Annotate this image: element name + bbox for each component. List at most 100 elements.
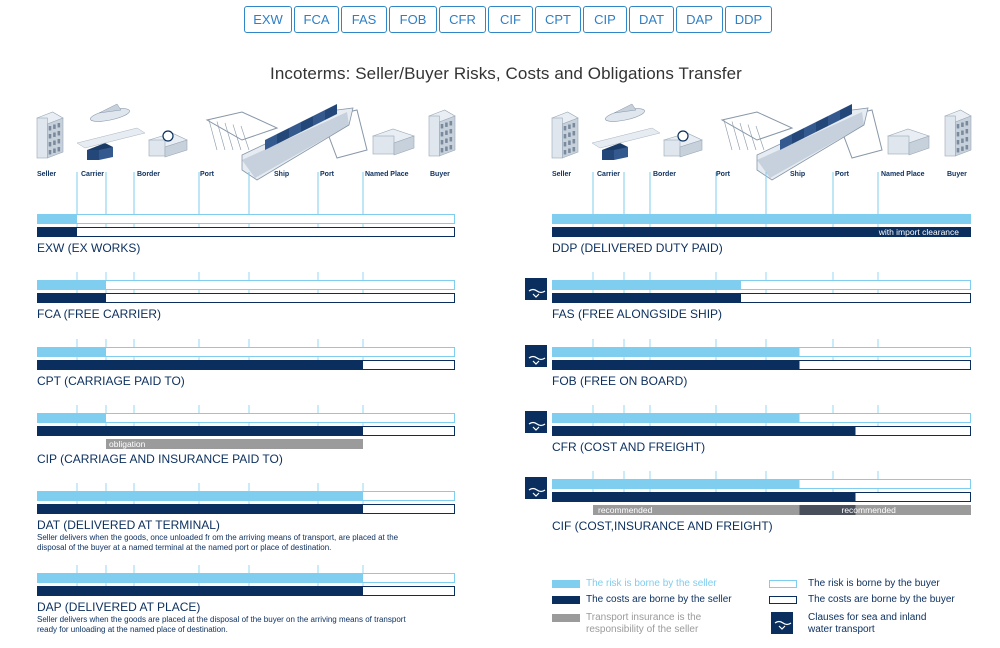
legend-swatch-cost-buyer — [769, 596, 797, 604]
sea-transport-icon — [525, 345, 547, 367]
risk-bar-seller — [552, 413, 800, 423]
risk-bar-seller — [552, 280, 741, 290]
legend-insurance-line1: Transport insurance is the — [586, 612, 702, 623]
tab-cip[interactable]: CIP — [583, 6, 627, 33]
stage-label-named-place: Named Place — [365, 171, 409, 178]
tab-cfr[interactable]: CFR — [439, 6, 486, 33]
term-label-cip: CIP (CARRIAGE AND INSURANCE PAID TO) — [37, 452, 283, 466]
cost-note: with import clearance — [878, 227, 960, 237]
legend-sea-icon — [771, 612, 793, 634]
risk-bar-seller — [37, 214, 77, 224]
port-crane-icon — [205, 109, 368, 159]
term-label-fob: FOB (FREE ON BOARD) — [552, 374, 688, 388]
cost-bar-seller — [552, 293, 741, 303]
border-office-icon — [148, 130, 188, 158]
cost-bar-seller — [37, 504, 363, 514]
tab-fas[interactable]: FAS — [341, 6, 387, 33]
cost-bar-seller — [37, 426, 363, 436]
cost-bar-seller — [552, 492, 856, 502]
stage-label-port: Port — [835, 171, 849, 178]
stage-label-port: Port — [320, 171, 334, 178]
tab-dat[interactable]: DAT — [629, 6, 674, 33]
term-cpt — [37, 339, 455, 370]
stage-label-border: Border — [653, 171, 676, 178]
container-ship-icon — [241, 104, 354, 181]
risk-bar-seller — [552, 214, 971, 224]
term-label-exw: EXW (EX WORKS) — [37, 241, 141, 255]
risk-bar-seller — [37, 491, 363, 501]
term-exw — [37, 206, 455, 237]
legend-insurance-line2: responsibility of the seller — [586, 624, 699, 635]
legend-sea-line2: water transport — [808, 624, 875, 635]
stage-label-seller: Seller — [37, 171, 57, 178]
term-fas — [525, 272, 971, 303]
stage-label-carrier: Carrier — [81, 171, 104, 178]
border-office-icon — [663, 130, 703, 158]
term-cfr — [525, 405, 971, 436]
buyer-building-icon — [944, 109, 972, 157]
term-fob — [525, 339, 971, 370]
tab-fca[interactable]: FCA — [294, 6, 339, 33]
legend — [552, 580, 797, 634]
term-description-dap: Seller delivers when the goods are place… — [37, 615, 406, 634]
term-cip: obligation — [37, 405, 455, 449]
insurance-bar-overlap — [799, 505, 856, 515]
tab-cif[interactable]: CIF — [488, 6, 533, 33]
tab-fob[interactable]: FOB — [389, 6, 437, 33]
cost-bar-seller — [37, 360, 363, 370]
cost-bar-seller — [552, 227, 971, 237]
tab-exw[interactable]: EXW — [244, 6, 292, 33]
seller-building-icon — [36, 111, 64, 159]
risk-bar-seller — [552, 347, 800, 357]
insurance-label: obligation — [109, 439, 146, 449]
legend-sea-line1: Clauses for sea and inland — [808, 612, 927, 623]
sea-transport-icon — [525, 278, 547, 300]
cost-bar-seller — [37, 293, 106, 303]
term-label-cif: CIF (COST,INSURANCE AND FREIGHT) — [552, 519, 773, 533]
insurance-bar — [106, 439, 363, 449]
term-label-cfr: CFR (COST AND FREIGHT) — [552, 440, 706, 454]
stage-label-port: Port — [716, 171, 730, 178]
tab-cpt[interactable]: CPT — [535, 6, 581, 33]
sea-transport-icon — [525, 411, 547, 433]
stage-label-ship: Ship — [790, 171, 806, 178]
legend-swatch-cost-seller — [552, 596, 580, 604]
named-place-building-icon — [372, 128, 415, 156]
truck-icon — [591, 127, 661, 160]
legend-swatch-insurance — [552, 614, 580, 622]
risk-bar-seller — [37, 280, 106, 290]
sea-transport-icon — [525, 477, 547, 499]
stage-label-buyer: Buyer — [430, 171, 450, 178]
legend-swatch-risk-seller — [552, 580, 580, 588]
insurance-label: recommended — [842, 505, 897, 515]
term-label-dap: DAP (DELIVERED AT PLACE) — [37, 600, 201, 614]
tab-ddp[interactable]: DDP — [725, 6, 772, 33]
cost-bar-seller — [552, 360, 800, 370]
legend-risk-seller: The risk is borne by the seller — [586, 578, 717, 589]
stage-label-border: Border — [137, 171, 160, 178]
risk-bar-seller — [37, 347, 106, 357]
transport-illustration — [36, 103, 456, 181]
tab-dap[interactable]: DAP — [676, 6, 723, 33]
term-label-cpt: CPT (CARRIAGE PAID TO) — [37, 374, 185, 388]
legend-cost-buyer: The costs are borne by the buyer — [808, 594, 955, 605]
legend-risk-buyer: The risk is borne by the buyer — [808, 578, 940, 589]
term-fca — [37, 272, 455, 303]
stage-label-seller: Seller — [552, 171, 572, 178]
insurance-bar — [855, 505, 971, 515]
transport-illustration — [551, 103, 972, 181]
airplane-icon — [605, 103, 645, 122]
term-label-fca: FCA (FREE CARRIER) — [37, 307, 162, 321]
truck-icon — [76, 127, 146, 160]
term-ddp: with import clearance — [552, 206, 971, 237]
container-ship-icon — [756, 104, 869, 181]
term-label-dat: DAT (DELIVERED AT TERMINAL) — [37, 518, 220, 532]
term-label-ddp: DDP (DELIVERED DUTY PAID) — [552, 241, 723, 255]
stage-label-port: Port — [200, 171, 214, 178]
stage-label-carrier: Carrier — [597, 171, 620, 178]
cost-bar-seller — [37, 227, 77, 237]
